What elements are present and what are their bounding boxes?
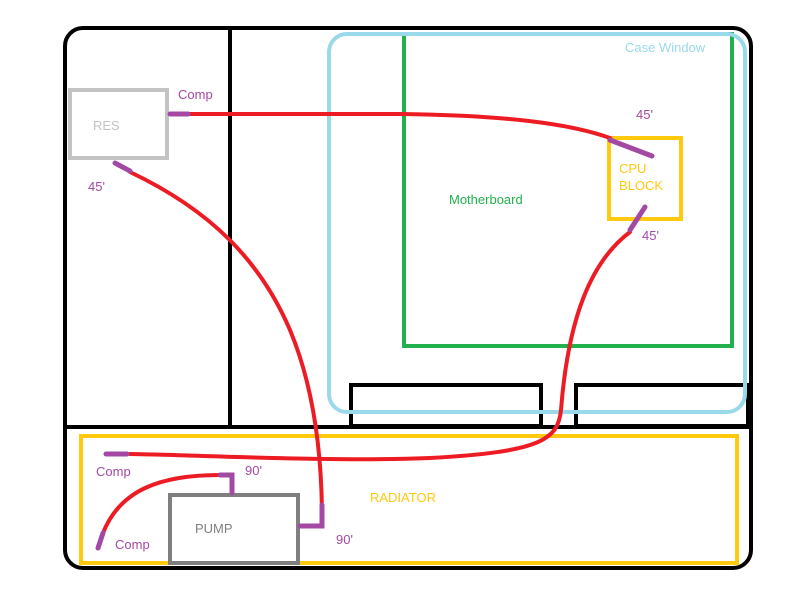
expansion-slot-right (574, 383, 750, 428)
fitting-res-bottom (112, 160, 133, 174)
tube-res-to-cpu (188, 112, 612, 140)
fitting-label-cpu-in: 45' (636, 107, 653, 122)
fitting-label-res-out: Comp (178, 87, 213, 102)
fitting-cpu-in (607, 137, 655, 159)
tube-cpu-to-radiator (128, 230, 632, 462)
fitting-label-pump-top: 90' (245, 463, 262, 478)
tube-res-to-pump (128, 170, 324, 522)
fitting-label-cpu-out: 45' (642, 228, 659, 243)
cpu-block-label-line2: BLOCK (619, 178, 663, 193)
motherboard-label: Motherboard (449, 192, 523, 207)
tube-pump-to-radiator (101, 473, 222, 535)
fitting-radiator-out (95, 530, 106, 551)
fitting-pump-side (297, 502, 325, 529)
fitting-label-pump-side: 90' (336, 532, 353, 547)
pump (168, 493, 300, 565)
pump-label: PUMP (195, 521, 233, 536)
fitting-pump-top (217, 472, 235, 496)
case-window-label: Case Window (625, 40, 706, 55)
fitting-cpu-out (627, 204, 648, 233)
fitting-label-radiator-in: Comp (96, 464, 131, 479)
radiator-label: RADIATOR (370, 490, 436, 505)
reservoir-label: RES (93, 118, 120, 133)
fitting-label-radiator-out: Comp (115, 537, 150, 552)
fitting-label-res-bottom: 45' (88, 179, 105, 194)
cpu-block-label-line1: CPU (619, 161, 646, 176)
expansion-slot-left (349, 383, 543, 428)
case-window (327, 32, 747, 414)
reservoir (68, 88, 169, 160)
case-outline (63, 26, 753, 570)
radiator (79, 434, 739, 565)
cpu-block (607, 136, 683, 221)
